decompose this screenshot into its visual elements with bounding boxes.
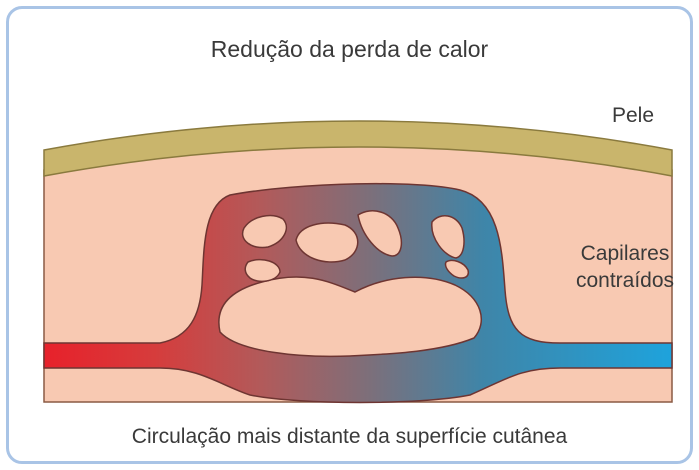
- capillary-gap-6: [444, 259, 470, 279]
- capillary-gap-4: [244, 258, 281, 283]
- capillary-gap-3: [357, 210, 403, 257]
- diagram-caption: Circulação mais distante da superfície c…: [131, 425, 568, 448]
- capillaries-label-line1: Capilares: [580, 242, 670, 265]
- skin-layer: [43, 120, 673, 177]
- skin-label: Pele: [612, 104, 655, 127]
- capillary-gap-1: [241, 214, 288, 249]
- capillaries-label: Capilares contraídos: [560, 240, 690, 294]
- diagram-title: Redução da perda de calor: [210, 36, 489, 62]
- capillary-gap-2: [295, 222, 359, 263]
- capillaries-label-line2: contraídos: [575, 269, 675, 292]
- capillary-gap-5: [431, 215, 465, 259]
